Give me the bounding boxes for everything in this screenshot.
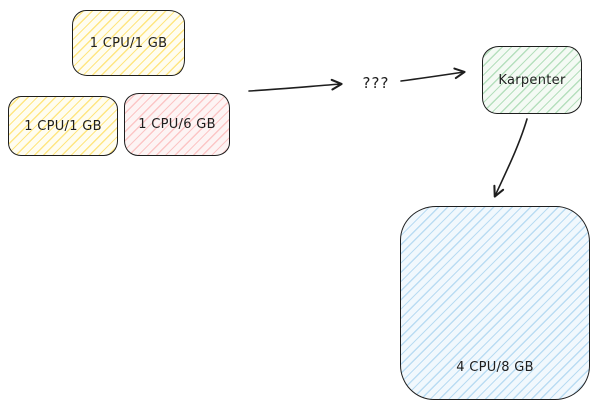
node-pod-right: 1 CPU/6 GB <box>124 93 230 156</box>
arrow-question-to-karpenter <box>400 67 466 82</box>
arrow-karpenter-to-node <box>493 118 528 198</box>
node-pod-left: 1 CPU/1 GB <box>8 96 118 156</box>
node-pod-left-label: 1 CPU/1 GB <box>24 118 102 134</box>
node-karpenter: Karpenter <box>482 46 582 114</box>
node-pod-right-label: 1 CPU/6 GB <box>138 117 216 132</box>
arrow-pods-to-question <box>248 78 343 92</box>
node-karpenter-label: Karpenter <box>498 72 566 88</box>
node-provisioned-instance: 4 CPU/8 GB <box>400 206 590 400</box>
node-pod-top: 1 CPU/1 GB <box>72 10 185 76</box>
node-pod-top-label: 1 CPU/1 GB <box>89 35 168 51</box>
node-provisioned-instance-label: 4 CPU/8 GB <box>456 360 534 375</box>
question-marks-text: ??? <box>362 74 390 92</box>
